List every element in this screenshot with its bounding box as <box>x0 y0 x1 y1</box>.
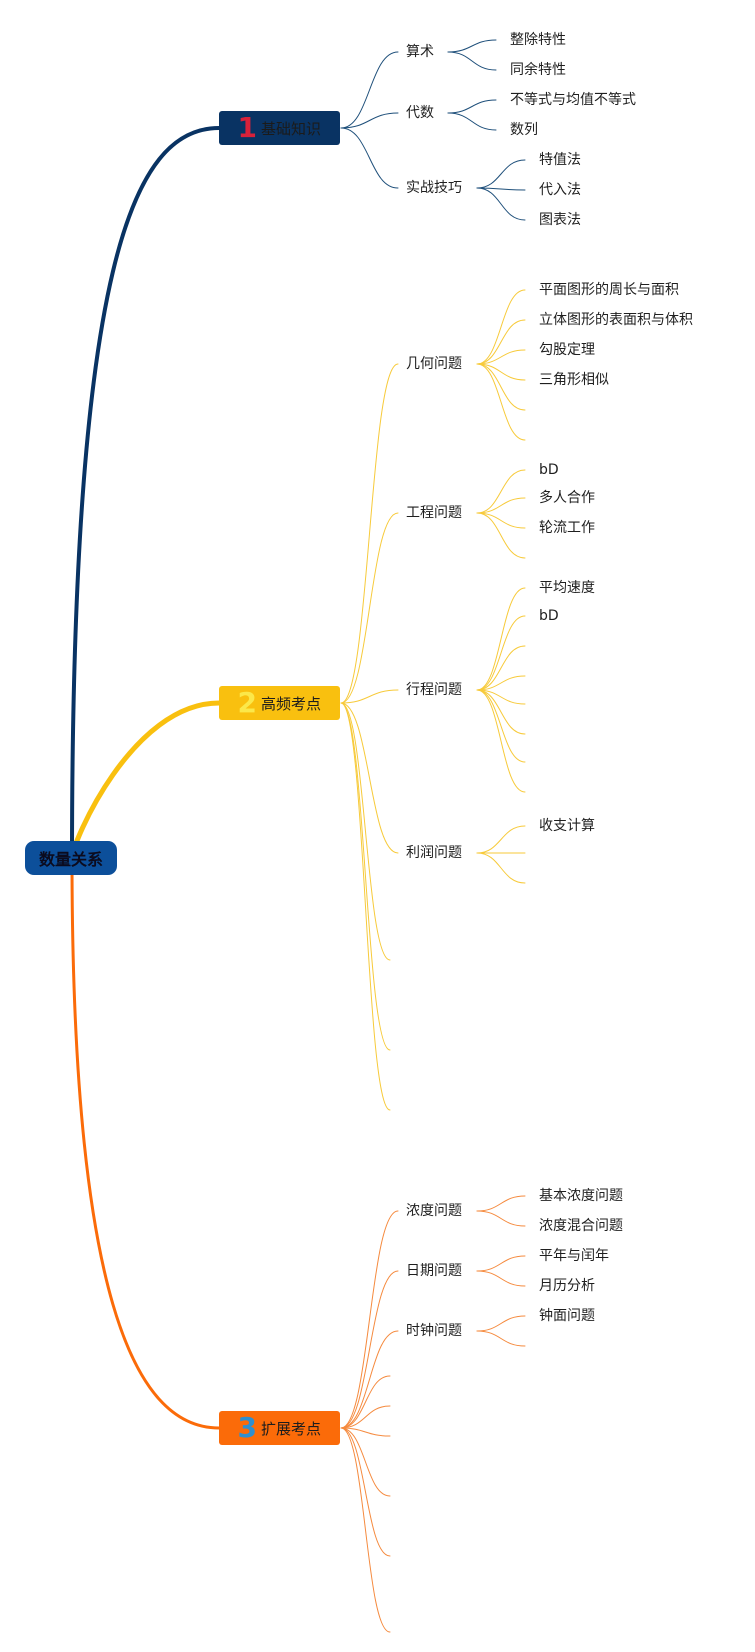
leaf-link <box>476 349 526 365</box>
sub-link <box>340 1427 391 1437</box>
leaf-node[interactable]: 特值法 <box>539 152 581 168</box>
leaf-link <box>476 645 526 691</box>
root-label: 数量关系 <box>38 850 103 869</box>
sub-link <box>340 1405 391 1429</box>
subtopic-node[interactable]: 日期问题 <box>406 1263 462 1279</box>
leaf-link <box>476 1270 526 1287</box>
leaf-link <box>447 51 497 71</box>
leaf-link <box>476 289 526 365</box>
leaf-link <box>447 39 497 53</box>
leaf-link <box>476 512 526 559</box>
leaf-node[interactable]: 图表法 <box>539 212 581 228</box>
sub-link <box>340 702 391 1111</box>
leaf-link <box>476 319 526 365</box>
subtopic-node[interactable]: 实战技巧 <box>406 180 462 196</box>
leaf-link <box>476 512 526 529</box>
subtopic-node[interactable]: 行程问题 <box>406 682 462 698</box>
sub-link <box>340 1375 391 1429</box>
leaf-node[interactable]: bD <box>539 462 559 478</box>
leaf-node[interactable]: 浓度混合问题 <box>539 1218 623 1234</box>
sub-link <box>340 127 399 189</box>
sub-link <box>340 512 399 704</box>
leaf-link <box>476 1330 526 1347</box>
sub-link <box>340 1330 399 1429</box>
sub-link <box>340 702 391 961</box>
sub-link <box>340 702 391 1051</box>
subtopic-node[interactable]: 代数 <box>406 105 434 121</box>
leaf-link <box>476 159 526 189</box>
subtopic-node[interactable]: 工程问题 <box>406 505 462 521</box>
subtopic-node[interactable]: 时钟问题 <box>406 1323 462 1339</box>
leaf-node[interactable]: 代入法 <box>539 182 581 198</box>
subtopic-node[interactable]: 算术 <box>406 44 434 60</box>
branch-number: 1 <box>237 111 257 144</box>
subtopic-node[interactable]: 利润问题 <box>406 845 462 861</box>
leaf-link <box>476 615 526 691</box>
leaf-node[interactable]: 轮流工作 <box>539 520 595 536</box>
leaf-node[interactable]: 多人合作 <box>539 490 595 506</box>
root-link-2 <box>69 700 222 861</box>
branch-basic-knowledge[interactable]: 1 基础知识 <box>219 111 340 145</box>
root-link-3 <box>70 856 221 1430</box>
sub-link <box>340 1427 391 1633</box>
sub-link <box>340 702 399 854</box>
leaf-link <box>476 187 526 221</box>
branch-high-frequency[interactable]: 2 高频考点 <box>219 686 340 720</box>
leaf-link <box>476 187 526 191</box>
leaf-link <box>476 852 526 884</box>
leaf-node[interactable]: 同余特性 <box>510 62 566 78</box>
leaf-link <box>476 675 526 691</box>
sub-link <box>340 1270 399 1429</box>
sub-link <box>340 1427 391 1557</box>
branch-number: 2 <box>237 686 257 719</box>
leaf-node[interactable]: 平年与闰年 <box>539 1248 609 1264</box>
subtopic-node[interactable]: 几何问题 <box>406 356 462 372</box>
branch-extended[interactable]: 3 扩展考点 <box>219 1411 340 1445</box>
leaf-link <box>476 363 526 411</box>
branch-number: 3 <box>237 1411 257 1444</box>
branch-label: 扩展考点 <box>261 1419 322 1438</box>
leaf-node[interactable]: 收支计算 <box>539 818 595 834</box>
leaf-link <box>476 689 526 735</box>
leaf-node[interactable]: 立体图形的表面积与体积 <box>539 312 693 328</box>
leaf-node[interactable]: 三角形相似 <box>539 372 609 388</box>
leaf-link <box>476 497 526 514</box>
leaf-link <box>476 1195 526 1212</box>
leaf-link <box>476 363 526 441</box>
branch-label: 高频考点 <box>261 694 322 713</box>
leaf-node[interactable]: 钟面问题 <box>539 1308 595 1324</box>
leaf-link <box>476 587 526 691</box>
leaf-link <box>476 825 526 854</box>
sub-link <box>340 363 399 704</box>
leaf-node[interactable]: 基本浓度问题 <box>539 1188 623 1204</box>
leaf-link <box>476 1255 526 1272</box>
leaf-link <box>476 689 526 763</box>
leaf-link <box>476 1210 526 1227</box>
sub-link <box>340 112 399 129</box>
leaf-link <box>447 99 497 114</box>
subtopic-node[interactable]: 浓度问题 <box>406 1203 462 1219</box>
leaf-node[interactable]: 勾股定理 <box>539 342 595 358</box>
leaf-node[interactable]: 平均速度 <box>539 580 595 596</box>
sub-link <box>340 689 399 704</box>
sub-link <box>340 51 399 129</box>
leaf-link <box>476 469 526 514</box>
leaf-node[interactable]: 不等式与均值不等式 <box>510 92 636 108</box>
leaf-link <box>476 1315 526 1332</box>
leaf-link <box>447 112 497 131</box>
leaf-node[interactable]: 整除特性 <box>510 32 566 48</box>
root-node[interactable]: 数量关系 <box>25 841 117 875</box>
leaf-node[interactable]: 月历分析 <box>539 1278 595 1294</box>
leaf-node[interactable]: 平面图形的周长与面积 <box>539 282 679 298</box>
root-link-1 <box>70 126 221 860</box>
leaf-link <box>476 689 526 793</box>
branch-label: 基础知识 <box>261 119 322 138</box>
sub-link <box>340 1210 399 1429</box>
leaf-node[interactable]: 数列 <box>510 122 538 138</box>
leaf-node[interactable]: bD <box>539 608 559 624</box>
sub-link <box>340 1427 391 1497</box>
